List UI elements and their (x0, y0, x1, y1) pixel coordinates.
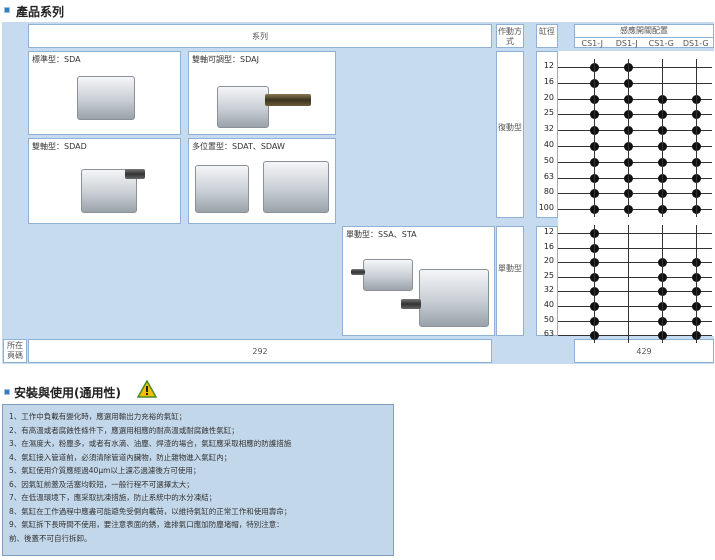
sensor-col-line (696, 59, 697, 218)
note-item: 4、氣缸接入管道前，必須清除管道內臟物，防止雜物進入氣缸內； (9, 452, 232, 462)
bore-label: 12 (543, 227, 554, 236)
header-action: 作動方式 (496, 24, 524, 48)
sensor-col-line (662, 59, 663, 218)
sensor-col-line (696, 225, 697, 344)
install-notes: 1、工作中負載有變化時，應選用輸出力充裕的氣缸； 2、有高溫或者腐蝕性條件下，應選… (2, 404, 394, 556)
sensor-col-line (594, 59, 595, 218)
bore-line (558, 276, 712, 278)
product-label: 多位置型：SDAT、SDAW (192, 142, 285, 151)
cylinder-image (263, 161, 329, 213)
action-double: 復動型 (496, 51, 524, 218)
product-card-sda[interactable]: 標準型：SDA (28, 51, 181, 135)
bore-list-double (536, 51, 558, 218)
sensor-col-3: CS1-G (648, 39, 674, 48)
sensor-col-line (594, 225, 595, 344)
bore-label: 32 (543, 124, 554, 134)
note-item: 6、因氣缸前蓋及活塞均較短，一般行程不可選擇太大； (9, 479, 194, 489)
note-item: 5、氣缸使用介質應經過40μm以上濾芯過濾後方可使用； (9, 466, 201, 475)
bore-line (558, 146, 712, 147)
bore-label: 63 (543, 171, 554, 181)
product-card-sdat[interactable]: 多位置型：SDAT、SDAW (188, 138, 336, 224)
bore-label: 80 (543, 187, 554, 197)
bore-line (558, 98, 712, 100)
header-series: 系列 (28, 24, 492, 48)
bore-line (558, 209, 712, 211)
bore-line (558, 193, 712, 195)
bore-label: 16 (543, 76, 554, 86)
page-label: 所在頁碼 (3, 339, 27, 363)
rod-image (401, 299, 421, 309)
product-table: 系列 作動方式 缸徑 感應開關配置 CS1-J DS1-J CS1-G DS1-… (2, 22, 714, 364)
action-single: 單動型 (496, 226, 524, 336)
cylinder-image (195, 165, 249, 213)
bore-line (558, 247, 712, 249)
bore-label: 12 (543, 61, 554, 70)
cylinder-image (217, 86, 269, 128)
section-title-products: 產品系列 (16, 5, 65, 19)
bore-label: 63 (543, 329, 554, 339)
sensor-col-4: DS1-G (682, 39, 709, 48)
bore-label: 25 (543, 108, 554, 118)
bore-line (558, 177, 712, 179)
product-label: 雙軸可調型：SDAJ (192, 55, 259, 64)
note-item: 7、在低溫環境下，應采取抗凍措施，防止系統中的水分凍結； (9, 493, 217, 502)
bore-line (558, 262, 712, 264)
section-title-install: 安裝與使用(通用性) (14, 386, 121, 400)
warning-icon (137, 380, 157, 398)
bore-label: 50 (543, 155, 554, 165)
bore-label: 40 (543, 140, 554, 149)
bore-line (558, 161, 712, 163)
bore-line (558, 130, 712, 132)
bore-line (558, 82, 712, 84)
note-item: 3、在濕度大，粉塵多，或者有水滴、油塵、焊渣的場合，氣缸應采取相應的防護措施 (9, 439, 292, 448)
bore-label: 20 (543, 92, 554, 102)
page-series[interactable]: 292 (28, 339, 492, 363)
note-item: 8、氣缸在工作過程中應盡可能避免受側向載荷，以維持氣缸的正常工作和使用壽命； (9, 506, 292, 516)
product-label: 雙軸型：SDAD (32, 142, 87, 151)
sensor-col-1: CS1-J (581, 39, 603, 48)
product-card-sdaj[interactable]: 雙軸可調型：SDAJ (188, 51, 336, 135)
note-item: 2、有高溫或者腐蝕性條件下，應選用相應的耐高溫或耐腐蝕性氣缸； (9, 425, 239, 435)
bore-line (558, 233, 712, 234)
bore-line (558, 114, 712, 116)
bore-label: 16 (543, 241, 554, 251)
bore-line (558, 67, 712, 68)
product-card-sdad[interactable]: 雙軸型：SDAD (28, 138, 181, 224)
product-card-ssa[interactable]: 單動型：SSA、STA (342, 226, 495, 336)
sensor-col-line (628, 59, 629, 218)
header-bore: 缸徑 (536, 24, 558, 48)
rod-image (351, 269, 365, 275)
bore-list-single (536, 226, 558, 336)
sensor-col-line (628, 225, 629, 344)
page-sensor[interactable]: 429 (574, 339, 714, 363)
cylinder-image (363, 259, 413, 291)
adjust-rod-image (265, 94, 311, 106)
section-bullet-icon (4, 7, 10, 13)
bore-label: 32 (543, 285, 554, 295)
bore-label: 40 (543, 300, 554, 309)
bore-line (558, 320, 712, 322)
bore-line (558, 335, 712, 337)
bore-line (558, 291, 712, 293)
section-bullet-icon (4, 389, 10, 395)
product-label: 單動型：SSA、STA (346, 230, 417, 239)
note-item: 9、氣缸拆下長時間不使用，要注意表面的銹，進排氣口應加防塵堵帽，特別注意： (9, 520, 284, 529)
cylinder-image (419, 269, 489, 327)
product-label: 標準型：SDA (32, 55, 81, 64)
rod-image (125, 169, 145, 179)
sensor-col-2: DS1-J (615, 39, 638, 48)
note-item: 前、後蓋不可自行拆卸。 (9, 533, 92, 543)
bore-line (558, 306, 712, 307)
header-sensor: 感應開關配置 CS1-J DS1-J CS1-G DS1-G (574, 24, 714, 48)
bore-label: 100 (538, 203, 554, 213)
note-item: 1、工作中負載有變化時，應選用輸出力充裕的氣缸； (9, 412, 187, 421)
cylinder-image (77, 76, 135, 120)
sensor-col-line (662, 225, 663, 344)
header-sensor-title: 感應開關配置 (575, 25, 713, 38)
bore-label: 20 (543, 256, 554, 266)
bore-label: 50 (543, 314, 554, 324)
bore-label: 25 (543, 270, 554, 280)
